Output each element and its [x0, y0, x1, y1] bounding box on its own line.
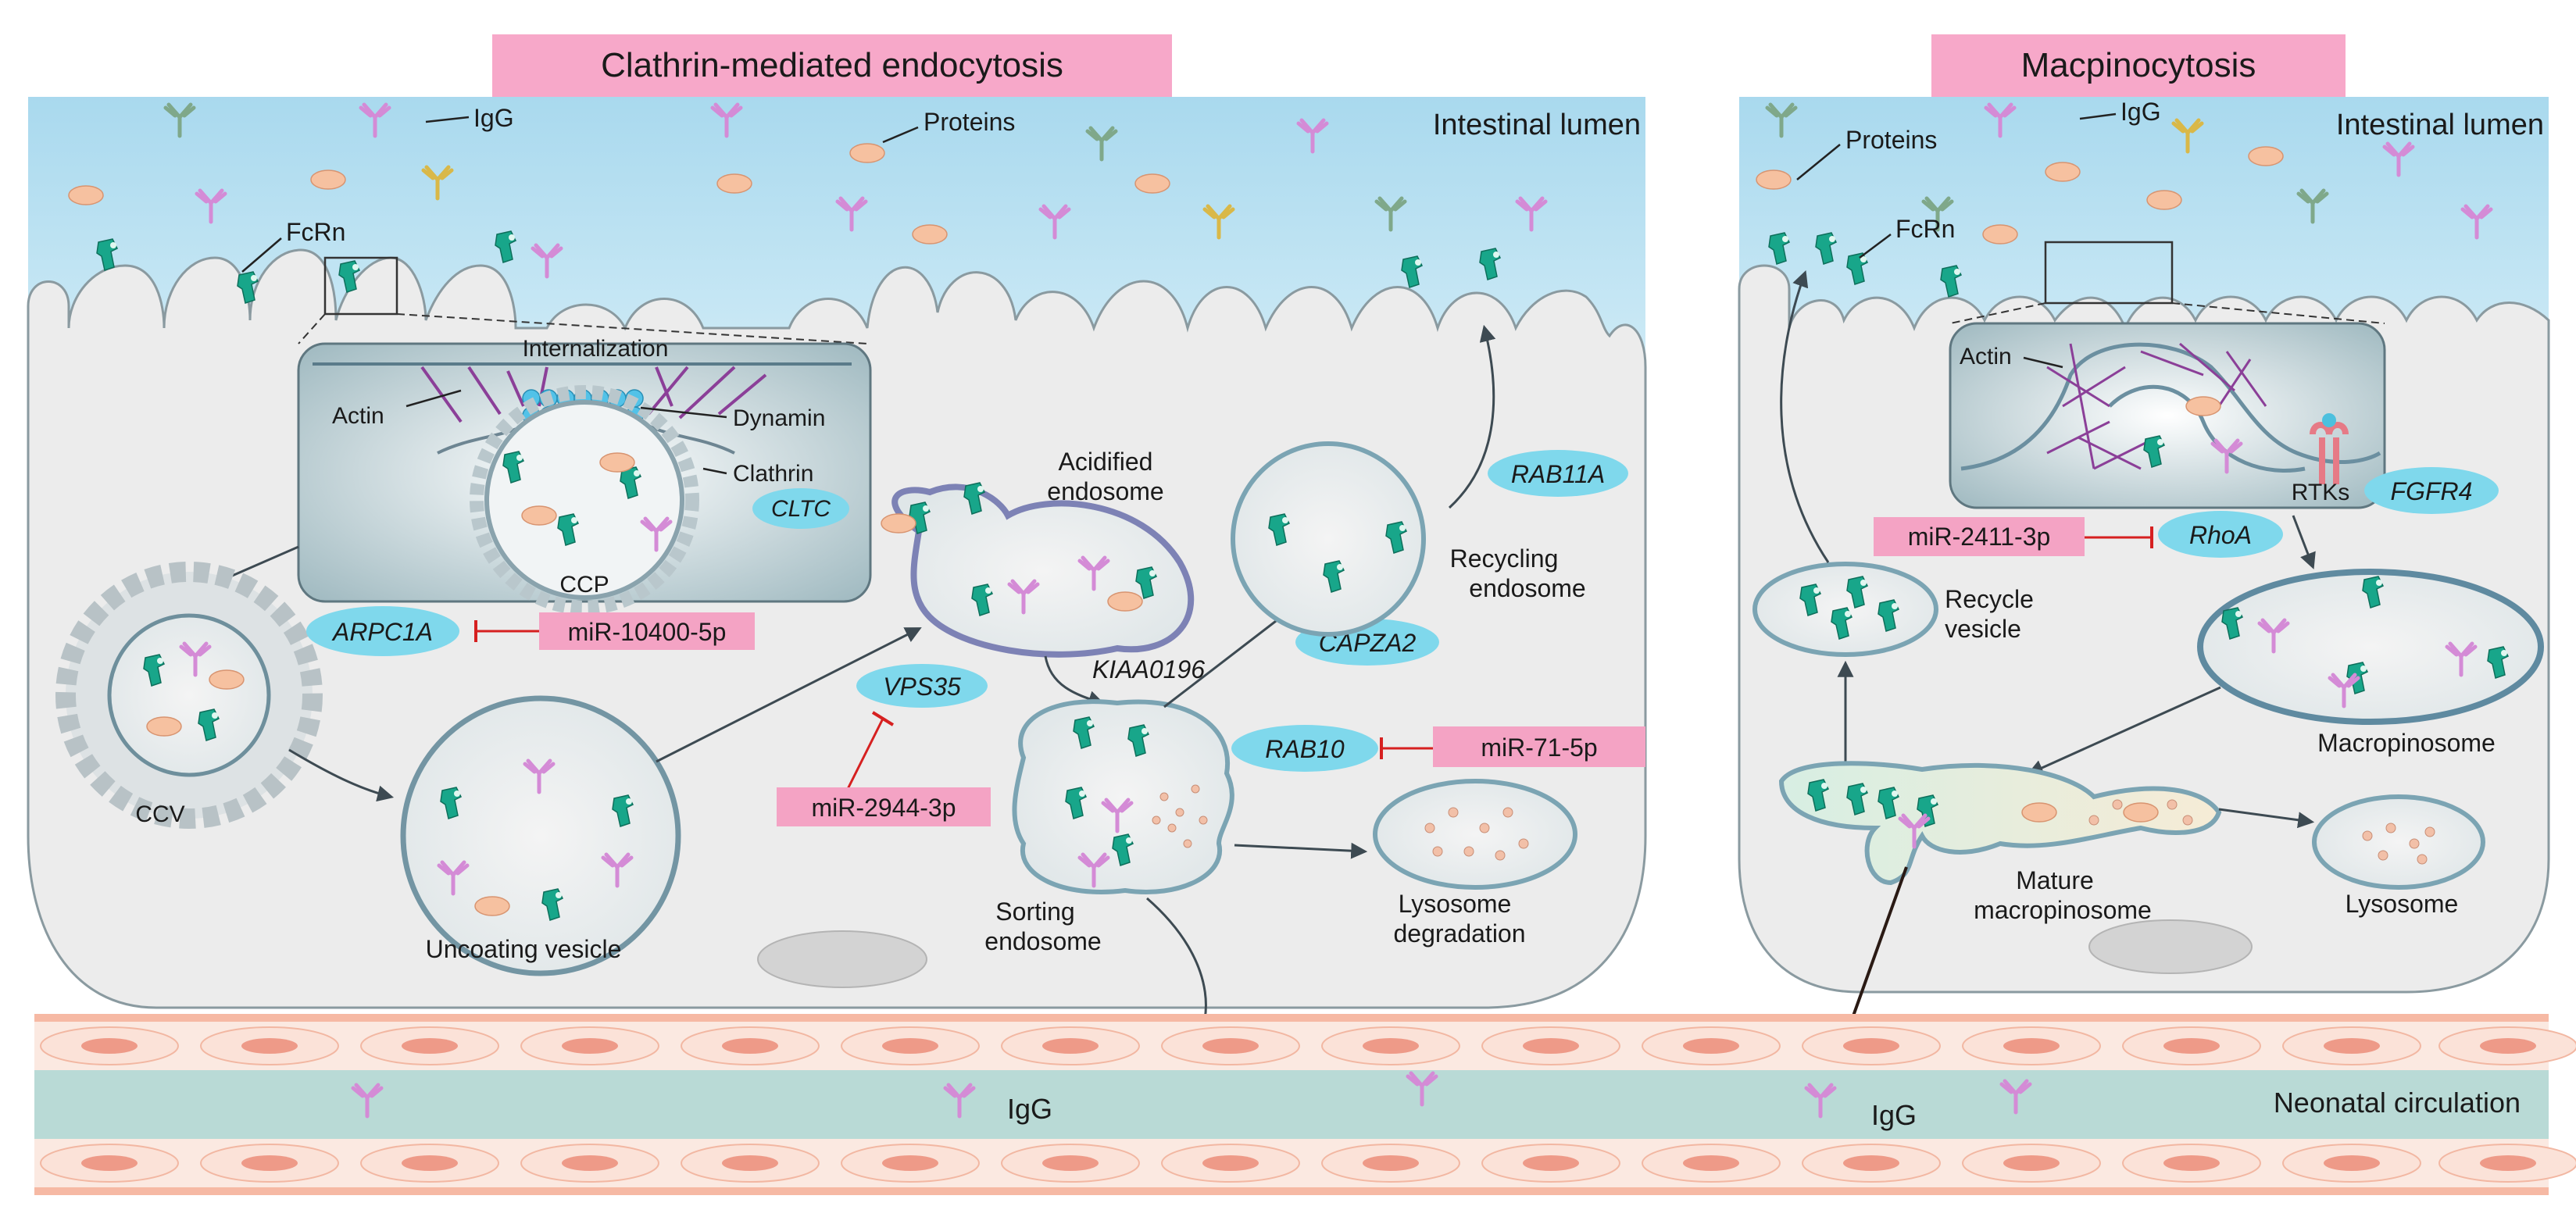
- mature-label-2: macropinosome: [1974, 896, 2152, 924]
- mir2944-label: miR-2944-3p: [812, 794, 956, 822]
- lysosome-right: [2312, 794, 2485, 890]
- recycle-label-1: Recycle: [1945, 585, 2034, 613]
- cltc-gene-oval: [752, 488, 849, 529]
- right-nucleus: [2088, 919, 2253, 974]
- fgfr4-gene-label: FGFR4: [2391, 477, 2473, 505]
- lysosome-label-2: degradation: [1393, 919, 1525, 948]
- left-title-box: [492, 34, 1172, 97]
- left-title: Clathrin-mediated endocytosis: [601, 46, 1063, 84]
- dynamin-label: Dynamin: [733, 405, 825, 431]
- mir2411-box: [1874, 517, 2085, 556]
- acidified-label-1: Acidified: [1059, 448, 1153, 476]
- circulation-label: Neonatal circulation: [2274, 1087, 2521, 1119]
- recycle-vesicle: [1752, 562, 1938, 657]
- left-igg-label: IgG: [473, 104, 514, 132]
- rtk-icon: [2310, 413, 2349, 484]
- mature-macropinosome: [1778, 761, 2222, 886]
- acidified-endosome: [881, 482, 1195, 658]
- recycling-endosome: [1231, 441, 1426, 637]
- left-proteins-label: Proteins: [924, 108, 1015, 136]
- actin-inset: Actin RTKs: [1949, 322, 2386, 509]
- ccv-label: CCV: [135, 801, 184, 827]
- rab10-gene-label: RAB10: [1265, 735, 1345, 763]
- recycle-label-2: vesicle: [1945, 615, 2021, 643]
- mir2944-box: [777, 787, 991, 826]
- circulation-igg-left: IgG: [1007, 1093, 1052, 1125]
- ccp-label: CCP: [559, 572, 609, 598]
- right-actin-label: Actin: [1960, 344, 2012, 369]
- left-panel: Clathrin-mediated endocytosis Intestinal…: [27, 34, 1647, 1109]
- vps35-gene-oval: [856, 664, 988, 708]
- sorting-label-2: endosome: [984, 927, 1101, 955]
- acidified-label-2: endosome: [1047, 477, 1163, 505]
- circulation-igg-right: IgG: [1871, 1099, 1917, 1131]
- rhoa-gene-label: RhoA: [2189, 521, 2252, 549]
- inset-zoom-source: [323, 256, 398, 316]
- uncoating-label: Uncoating vesicle: [426, 935, 622, 963]
- uncoating-vesicle: [400, 695, 681, 976]
- vps35-gene-label: VPS35: [883, 673, 961, 701]
- rtks-label: RTKs: [2292, 480, 2349, 505]
- left-lumen-label: Intestinal lumen: [1433, 109, 1641, 141]
- actin-label: Actin: [332, 403, 384, 429]
- rab11a-gene-oval: [1488, 450, 1628, 497]
- mir71-box: [1433, 726, 1645, 767]
- lysosome-left: [1373, 779, 1577, 890]
- mir10400-box: [539, 612, 755, 650]
- rhoa-gene-oval: [2158, 511, 2283, 558]
- rab10-gene-oval: [1231, 725, 1378, 772]
- lysosome-label-1: Lysosome: [1399, 890, 1512, 918]
- fgfr4-gene-oval: [2364, 467, 2499, 514]
- ccv: [55, 562, 323, 829]
- recycling-label-2: endosome: [1469, 574, 1585, 602]
- right-title-box: [1931, 34, 2346, 97]
- right-lumen-label: Intestinal lumen: [2336, 109, 2544, 141]
- left-fcrn-label: FcRn: [286, 218, 345, 246]
- recycling-label-1: Recycling: [1450, 544, 1559, 573]
- arpc1a-gene-oval: [306, 606, 459, 656]
- ccp-inset: Internalization: [297, 336, 872, 615]
- right-title: Macpinocytosis: [2021, 46, 2256, 84]
- rab11a-gene-label: RAB11A: [1511, 460, 1605, 488]
- sorting-endosome: [1012, 699, 1234, 894]
- left-nucleus: [757, 930, 927, 988]
- mir10400-label: miR-10400-5p: [568, 618, 727, 646]
- mir71-label: miR-71-5p: [1481, 733, 1597, 762]
- clathrin-label: Clathrin: [733, 461, 813, 487]
- cltc-gene-label: CLTC: [771, 496, 831, 522]
- right-fcrn-label: FcRn: [1895, 215, 1955, 243]
- right-inset-zoom-source: [2044, 241, 2174, 305]
- right-lysosome-label: Lysosome: [2346, 890, 2459, 918]
- macropinosome: [2197, 569, 2544, 725]
- kiaa0196-label: KIAA0196: [1092, 655, 1205, 683]
- internalization-label: Internalization: [523, 336, 669, 362]
- right-panel: Macpinocytosis Intestinal lumen Proteins: [1738, 34, 2550, 1090]
- neonatal-circulation: IgG IgG Neonatal circulation: [34, 1014, 2576, 1195]
- right-igg-label: IgG: [2120, 98, 2161, 126]
- macropinosome-label: Macropinosome: [2317, 729, 2496, 757]
- mature-label-1: Mature: [2016, 866, 2094, 894]
- sorting-label-1: Sorting: [995, 898, 1074, 926]
- mir2411-label: miR-2411-3p: [1908, 523, 2051, 551]
- right-proteins-label: Proteins: [1845, 126, 1937, 154]
- arpc1a-gene-label: ARPC1A: [331, 618, 433, 646]
